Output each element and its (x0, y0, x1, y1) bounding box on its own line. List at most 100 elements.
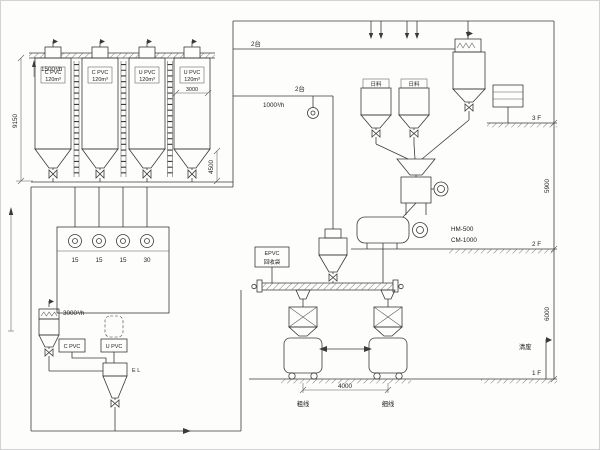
bag-dump-station: 3000³/h C PVC U PVC E L (38, 299, 140, 431)
hot-mixer (400, 176, 449, 218)
blower-2-kw: 15 (95, 257, 103, 264)
floor-3f: 3 F (487, 115, 557, 128)
bag-filter-housing (454, 38, 482, 53)
dimension-silo-height: 9150 (12, 54, 33, 185)
dim-4500-label: 4500 (208, 160, 215, 175)
feed-arrows (368, 21, 471, 39)
cooling-mixer (356, 216, 428, 283)
waste-chute: 清废 (519, 337, 552, 379)
dim-9150-label: 9150 (12, 114, 19, 129)
flow-arrow-icon (183, 428, 191, 434)
floor-2f: 2 F (351, 241, 557, 254)
level-label: E L (132, 368, 140, 374)
blower-1 (68, 234, 82, 248)
bag-outline (104, 315, 124, 338)
packing-station-left (283, 306, 323, 380)
dim-5900-label: 5900 (544, 179, 551, 194)
cpvc-dump-label: C PVC (64, 344, 81, 350)
wheel-icon (310, 372, 318, 380)
vent-flag-icon (100, 39, 105, 44)
raw-material-silos: C PVC 120m³ C PVC 120m³ (29, 39, 215, 182)
silo-4: U PVC 120m³ (173, 39, 211, 182)
floor-2f-label: 2 F (532, 241, 541, 248)
wheel-icon (395, 372, 403, 380)
bag-dump-flow: 3000³/h (63, 310, 85, 317)
drive-icon (398, 283, 404, 290)
silo-2-capacity: 120m³ (92, 77, 108, 83)
discharge-valve-icon (95, 169, 105, 179)
silo-4-tag (179, 66, 205, 84)
silo-1-tag (40, 66, 66, 84)
silo-3-tag (134, 66, 160, 84)
silo-4-filter (183, 46, 201, 59)
discharge-valve-icon (187, 169, 197, 179)
recycle-cyclone (318, 228, 348, 283)
waste-label: 清废 (519, 342, 532, 351)
floor-1f-label: 1 F (532, 370, 541, 377)
blower-1-kw: 15 (71, 257, 79, 264)
recycle-line2: 回收袋 (264, 258, 281, 266)
day-bin-2-label: 日料 (408, 80, 420, 88)
blower-3 (116, 234, 130, 248)
dim-4000-label: 4000 (338, 383, 353, 390)
discharge-valve-icon (48, 169, 58, 179)
dim-6000-label: 6000 (544, 307, 551, 322)
dimension-station-span: 4000 (299, 383, 392, 394)
dim-3000-label: 3000 (186, 87, 198, 93)
big-bag (368, 337, 408, 374)
up-arrow-icon (32, 60, 36, 67)
silo-1-name: C PVC (45, 70, 62, 76)
motor-icon (433, 181, 449, 197)
silo-2-filter (91, 46, 109, 59)
big-bag (283, 337, 323, 374)
silo-3-capacity: 120m³ (139, 77, 155, 83)
silo-4-capacity: 120m³ (184, 77, 200, 83)
silo-3-filter (138, 46, 156, 59)
feeder-valve-icon (371, 129, 381, 138)
blower-room: 15 15 15 30 (56, 187, 170, 314)
rotary-valve-icon (44, 348, 54, 357)
bearing-icon (251, 283, 257, 290)
aux-unit (492, 84, 524, 123)
blower-2 (92, 234, 106, 248)
day-bin-1: 日料 (360, 78, 409, 160)
cooling-mixer-model: CM-1000 (451, 237, 477, 244)
floor-1f: 1 F (249, 370, 557, 384)
vent-flag-icon (49, 299, 54, 304)
vent-flag-icon (468, 31, 473, 36)
day-bin-2: 日料 (398, 78, 430, 160)
floor-3f-label: 3 F (532, 115, 541, 122)
vent-flag-icon (147, 39, 152, 44)
transfer-flow: 1000³/h (263, 102, 285, 109)
dimension-silo-diameter: 3000 (172, 87, 212, 97)
flag-icon (546, 337, 552, 343)
right-dimension-chain: 5900 6000 (544, 119, 558, 383)
recycle-line1: EPVC (265, 251, 280, 257)
rotary-valve-icon (110, 399, 120, 408)
line-label-left: 粗线 (297, 399, 310, 408)
blower-3-kw: 15 (119, 257, 127, 264)
recycle-bag-box: EPVC 回收袋 (254, 246, 290, 283)
bag-filter-silo (421, 31, 486, 160)
silo-1: C PVC 120m³ (34, 39, 72, 182)
platform-hatching (29, 53, 215, 58)
silo-3-name: U PVC (139, 70, 156, 76)
up-arrow-icon (8, 207, 14, 215)
discharge-valve-icon (142, 169, 152, 179)
screw-conveyor (251, 279, 404, 307)
silo-1-filter (44, 46, 62, 59)
motor-icon (412, 222, 428, 238)
conveying-piping: 2台 2台 1000³/h (31, 20, 555, 379)
hot-mixer-model: HM-500 (451, 226, 474, 233)
silo-2: C PVC 120m³ (81, 39, 119, 182)
silo-4-name: U PVC (184, 70, 201, 76)
silo-3: U PVC 120m³ (128, 39, 166, 182)
silo-ladders (73, 61, 173, 177)
travel-arrow (319, 346, 372, 352)
rotary-valve-icon (464, 103, 474, 112)
dimension-cone-height: 4500 (208, 147, 221, 185)
upvc-dump-label: U PVC (106, 344, 123, 350)
cyclone-filter (324, 228, 342, 239)
